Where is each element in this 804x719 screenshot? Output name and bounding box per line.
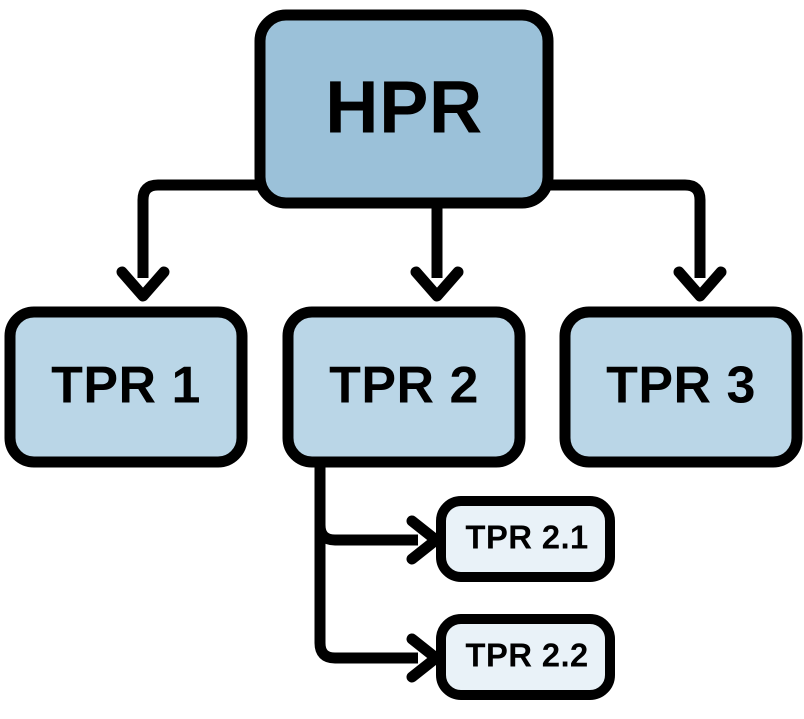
node-tpr-2-1-label: TPR 2.1	[465, 519, 588, 556]
node-hpr[interactable]: HPR	[254, 9, 554, 209]
node-hpr-label: HPR	[325, 66, 483, 149]
node-tpr-2-shape[interactable]	[282, 306, 526, 468]
node-tpr-1[interactable]: TPR 1	[4, 306, 248, 468]
node-tpr-1-shape[interactable]	[4, 306, 248, 468]
node-tpr-3-label: TPR 3	[606, 357, 756, 415]
arrowhead-tpr2	[410, 266, 464, 302]
connector-layer	[116, 179, 727, 683]
node-hpr-shape[interactable]	[254, 9, 554, 209]
arrowhead-tpr3	[673, 266, 727, 302]
arrowhead-tpr1	[116, 266, 170, 302]
edge-hpr-to-tpr3	[548, 179, 706, 278]
node-tpr-2-2-label: TPR 2.2	[465, 637, 588, 674]
node-tpr-2-2-shape[interactable]	[436, 614, 615, 700]
node-tpr-2-1-shape[interactable]	[436, 496, 615, 582]
node-tpr-2-1[interactable]: TPR 2.1	[436, 496, 615, 582]
node-tpr-2-label: TPR 2	[329, 357, 479, 415]
edge-tpr2-to-tpr2-2	[314, 460, 418, 664]
node-tpr-2[interactable]: TPR 2	[282, 306, 526, 468]
node-tpr-1-label: TPR 1	[51, 357, 201, 415]
node-tpr-2-2[interactable]: TPR 2.2	[436, 614, 615, 700]
node-tpr-3-shape[interactable]	[559, 306, 803, 468]
edge-tpr2-to-tpr2-1	[314, 460, 418, 546]
node-tpr-3[interactable]: TPR 3	[559, 306, 803, 468]
edge-hpr-to-tpr1	[137, 179, 260, 278]
